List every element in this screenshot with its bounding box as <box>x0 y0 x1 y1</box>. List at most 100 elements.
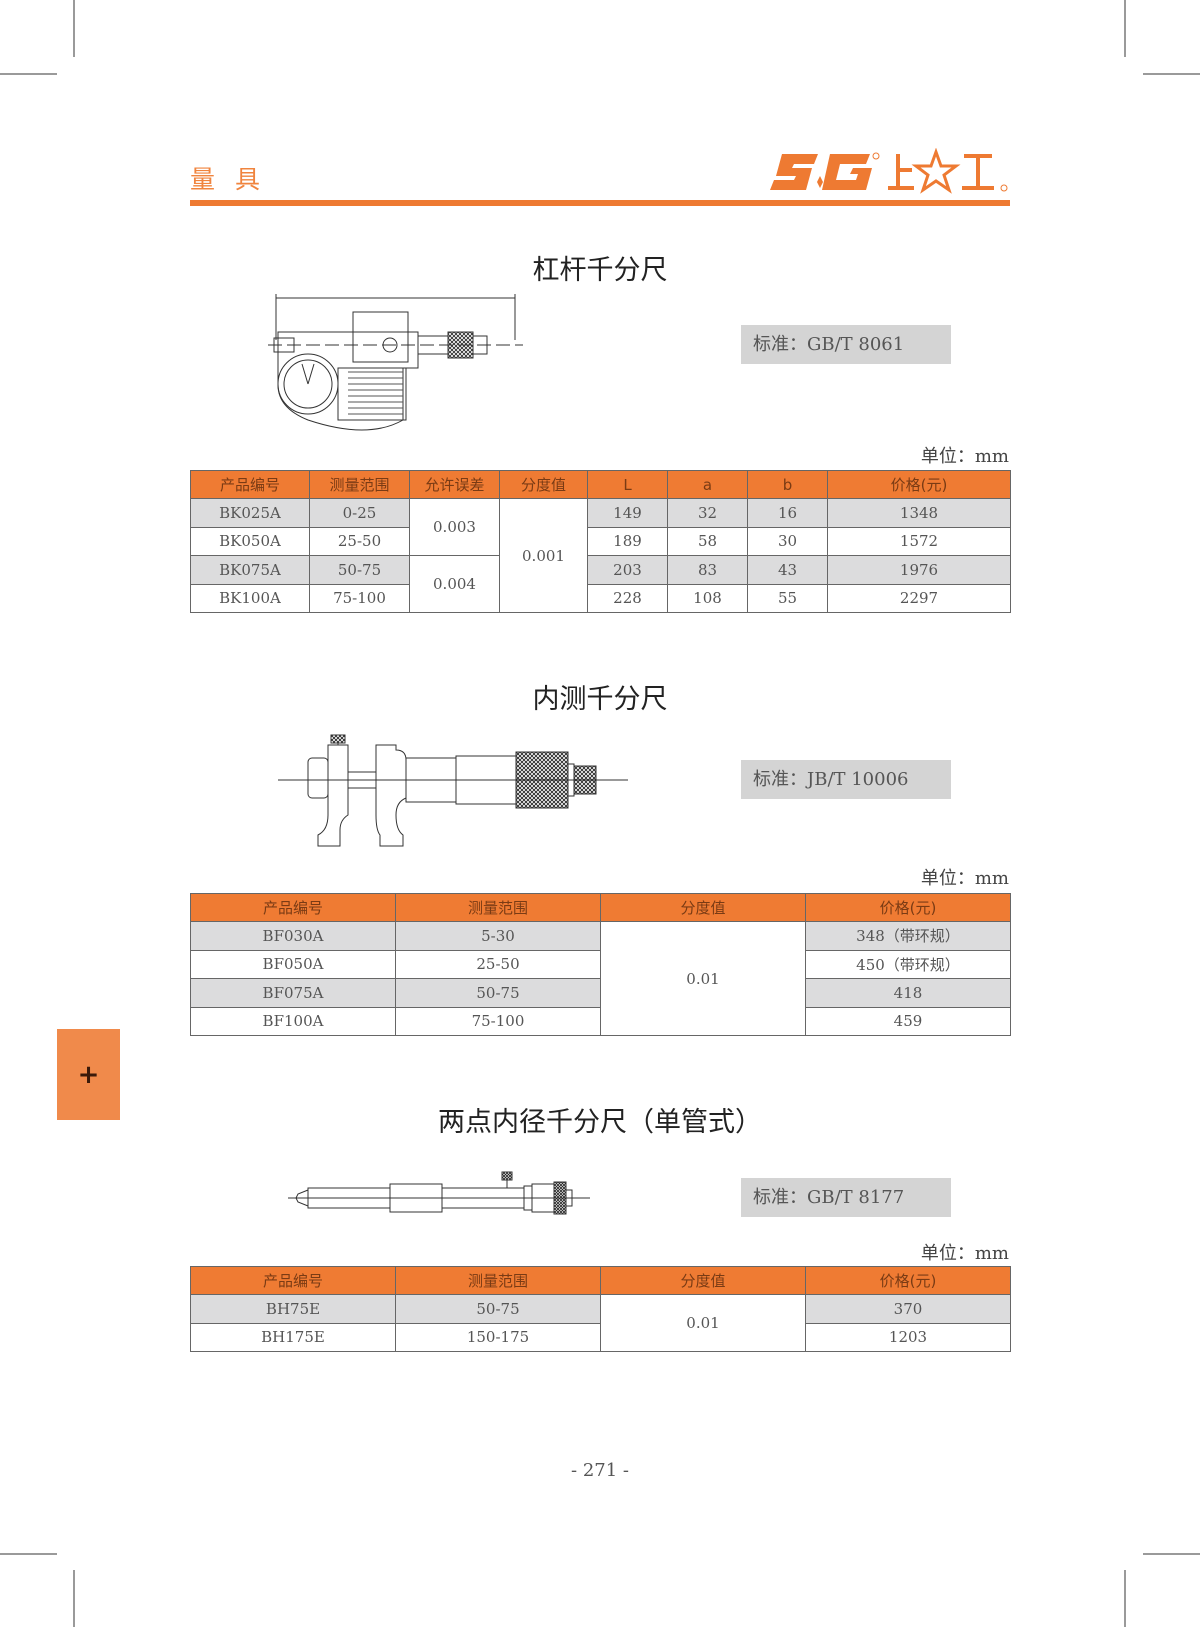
dim-a: 108 <box>667 583 748 613</box>
plus-icon: + <box>77 1059 100 1090</box>
dim-b: 16 <box>747 498 828 528</box>
dim-a: 83 <box>667 555 748 585</box>
table-row: BF100A 75-100 459 <box>190 1006 1011 1036</box>
price: 1572 <box>827 526 1011 556</box>
column-header: 价格(元) <box>805 893 1011 922</box>
price: 1203 <box>805 1322 1011 1352</box>
product-code: BK075A <box>190 555 310 585</box>
division-value: 0.01 <box>600 921 806 1036</box>
table-header-row: 产品编号 测量范围 分度值 价格(元) <box>190 1266 1011 1295</box>
column-header: 价格(元) <box>827 470 1011 499</box>
table-row: BF050A 25-50 450（带环规） <box>190 949 1011 979</box>
price: 348（带环规） <box>805 921 1011 951</box>
allowable-error: 0.004 <box>409 555 500 613</box>
dim-a: 58 <box>667 526 748 556</box>
table-row: BK075A 50-75 0.004 203 83 43 1976 <box>190 555 1011 613</box>
table-row: BK025A 0-25 0.003 0.001 149 32 16 1348 <box>190 498 1011 613</box>
dim-b: 55 <box>747 583 828 613</box>
column-header: 测量范围 <box>395 1266 601 1295</box>
price: 2297 <box>827 583 1011 613</box>
product-code: BF030A <box>190 921 396 951</box>
header-divider <box>190 200 1010 206</box>
column-header: 分度值 <box>600 1266 806 1295</box>
column-header: 允许误差 <box>409 470 500 499</box>
measure-range: 25-50 <box>395 949 601 979</box>
column-header: 测量范围 <box>309 470 410 499</box>
column-header: b <box>747 470 828 499</box>
table-row: BK100A 75-100 228 108 55 2297 <box>190 583 1011 613</box>
product-code: BF050A <box>190 949 396 979</box>
measure-range: 25-50 <box>309 526 410 556</box>
crop-mark <box>1143 73 1200 75</box>
price: 418 <box>805 978 1011 1008</box>
dim-L: 189 <box>587 526 668 556</box>
brand-logo <box>770 148 1008 194</box>
column-header: 产品编号 <box>190 1266 396 1295</box>
table-row: BH175E 150-175 1203 <box>190 1322 1011 1352</box>
dim-L: 149 <box>587 498 668 528</box>
measure-range: 150-175 <box>395 1322 601 1352</box>
price: 459 <box>805 1006 1011 1036</box>
tubular-micrometer-table: 产品编号 测量范围 分度值 价格(元) BH75E 50-75 0.01 370… <box>190 1266 1011 1352</box>
crop-mark <box>1124 1570 1126 1627</box>
table-header-row: 产品编号 测量范围 允许误差 分度值 L a b 价格(元) <box>190 470 1011 499</box>
price: 450（带环规） <box>805 949 1011 979</box>
measure-range: 50-75 <box>309 555 410 585</box>
price: 1348 <box>827 498 1011 528</box>
crop-mark <box>1124 0 1126 57</box>
measure-range: 50-75 <box>395 978 601 1008</box>
column-header: a <box>667 470 748 499</box>
standard-label: 标准：JB/T 10006 <box>741 760 951 799</box>
table-row: BK050A 25-50 189 58 30 1572 <box>190 526 1011 556</box>
column-header: L <box>587 470 668 499</box>
category-title: 量具 <box>190 165 281 194</box>
division-value: 0.001 <box>499 498 588 613</box>
measure-range: 5-30 <box>395 921 601 951</box>
column-header: 产品编号 <box>190 893 396 922</box>
product-code: BF075A <box>190 978 396 1008</box>
product-code: BH75E <box>190 1294 396 1324</box>
crop-mark <box>1143 1553 1200 1555</box>
standard-label: 标准：GB/T 8177 <box>741 1178 951 1217</box>
unit-label: 单位：mm <box>920 868 1009 889</box>
crop-mark <box>73 1570 75 1627</box>
measure-range: 0-25 <box>309 498 410 528</box>
crop-mark <box>0 73 57 75</box>
section-title: 杠杆千分尺 <box>532 255 668 286</box>
table-header-row: 产品编号 测量范围 分度值 价格(元) <box>190 893 1011 922</box>
dim-b: 30 <box>747 526 828 556</box>
crop-mark <box>0 1553 57 1555</box>
measure-range: 75-100 <box>395 1006 601 1036</box>
measure-range: 50-75 <box>395 1294 601 1324</box>
table-row: BH75E 50-75 0.01 370 <box>190 1294 1011 1352</box>
side-tab[interactable]: + <box>57 1029 120 1120</box>
column-header: 分度值 <box>600 893 806 922</box>
table-row: BF075A 50-75 418 <box>190 978 1011 1008</box>
dim-L: 203 <box>587 555 668 585</box>
column-header: 测量范围 <box>395 893 601 922</box>
unit-label: 单位：mm <box>920 446 1009 467</box>
product-code: BK025A <box>190 498 310 528</box>
section-title: 两点内径千分尺（单管式） <box>438 1107 762 1138</box>
tubular-inside-micrometer-drawing <box>288 1171 590 1215</box>
price: 370 <box>805 1294 1011 1324</box>
section-title: 内测千分尺 <box>532 684 668 715</box>
lever-micrometer-drawing <box>268 294 523 431</box>
table-row: BF030A 5-30 0.01 348（带环规） <box>190 921 1011 1036</box>
product-code: BK100A <box>190 583 310 613</box>
division-value: 0.01 <box>600 1294 806 1352</box>
product-code: BH175E <box>190 1322 396 1352</box>
product-code: BK050A <box>190 526 310 556</box>
unit-label: 单位：mm <box>920 1243 1009 1264</box>
measure-range: 75-100 <box>309 583 410 613</box>
standard-label: 标准：GB/T 8061 <box>741 325 951 364</box>
column-header: 分度值 <box>499 470 588 499</box>
allowable-error: 0.003 <box>409 498 500 556</box>
page-number: - 271 - <box>571 1460 629 1481</box>
lever-micrometer-table: 产品编号 测量范围 允许误差 分度值 L a b 价格(元) BK025A 0-… <box>190 470 1011 613</box>
price: 1976 <box>827 555 1011 585</box>
dim-a: 32 <box>667 498 748 528</box>
inside-micrometer-table: 产品编号 测量范围 分度值 价格(元) BF030A 5-30 0.01 348… <box>190 893 1011 1036</box>
dim-b: 43 <box>747 555 828 585</box>
crop-mark <box>73 0 75 57</box>
